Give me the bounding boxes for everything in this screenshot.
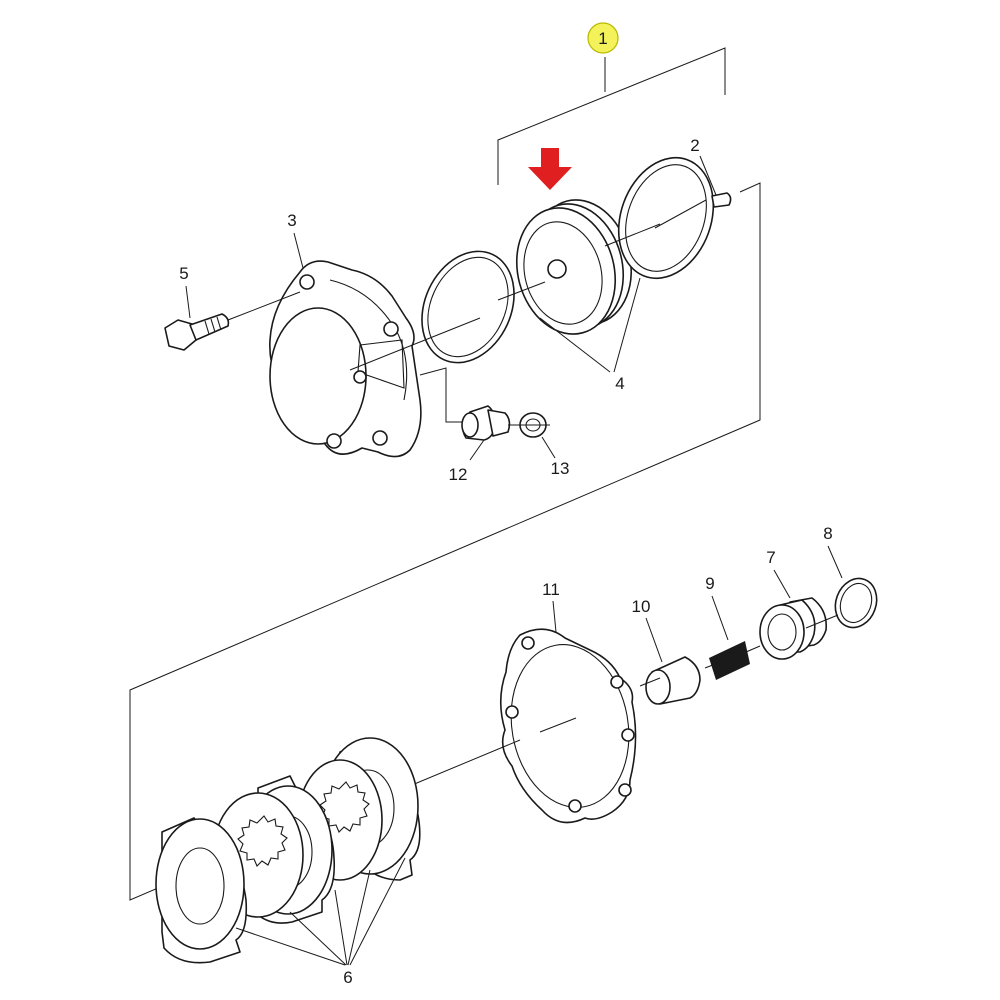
- callout-12[interactable]: 12: [449, 465, 468, 484]
- part-9-spring: [709, 641, 750, 680]
- part-6-discs: [155, 737, 421, 964]
- callout-3[interactable]: 3: [287, 211, 296, 230]
- part-2-pin: [711, 192, 732, 208]
- arrow-down-icon: [528, 148, 572, 190]
- callout-1[interactable]: 1: [587, 22, 619, 54]
- callout-5-label: 5: [179, 264, 188, 283]
- callout-3-label: 3: [287, 211, 296, 230]
- callout-8[interactable]: 8: [823, 524, 832, 543]
- callout-2[interactable]: 2: [690, 136, 699, 155]
- callout-8-label: 8: [823, 524, 832, 543]
- callout-6[interactable]: 6: [343, 968, 352, 987]
- callout-1-label: 1: [598, 29, 607, 48]
- callout-9[interactable]: 9: [705, 574, 714, 593]
- callout-2-label: 2: [690, 136, 699, 155]
- callout-10[interactable]: 10: [632, 597, 651, 616]
- callout-7-label: 7: [766, 548, 775, 567]
- callout-4-label: 4: [615, 374, 624, 393]
- callout-13-label: 13: [551, 459, 570, 478]
- callout-13[interactable]: 13: [551, 459, 570, 478]
- part-3-housing: [269, 260, 422, 458]
- part-5-bolt: [164, 313, 230, 351]
- assembly-bracket: [497, 47, 726, 185]
- callout-9-label: 9: [705, 574, 714, 593]
- callout-5[interactable]: 5: [179, 264, 188, 283]
- callout-7[interactable]: 7: [766, 548, 775, 567]
- part-6-leaders: [235, 857, 406, 966]
- callout-4[interactable]: 4: [615, 374, 624, 393]
- part-8-o-ring: [834, 577, 878, 629]
- part-4-o-ring: [421, 250, 515, 364]
- part-4-large-ring: [617, 156, 715, 280]
- part-4-piston: [515, 199, 633, 335]
- part-7-valve: [759, 597, 828, 660]
- part-12-fitting: [419, 367, 511, 441]
- group-frame: [129, 182, 761, 901]
- callout-6-label: 6: [343, 968, 352, 987]
- part-10-plunger: [645, 656, 701, 705]
- part-11-gasket: [499, 628, 637, 824]
- callout-11-label: 11: [542, 580, 560, 599]
- callout-12-label: 12: [449, 465, 468, 484]
- callout-11[interactable]: 11: [542, 580, 560, 599]
- callout-10-label: 10: [632, 597, 651, 616]
